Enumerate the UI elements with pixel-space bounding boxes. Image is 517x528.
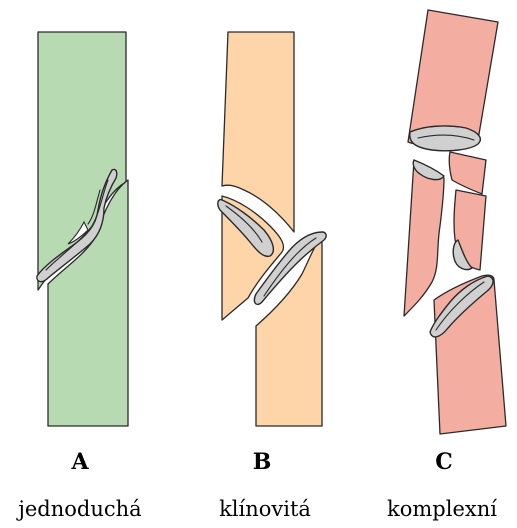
panel-c-caption: komplexní <box>387 497 497 521</box>
panel-a-simple-fracture <box>37 32 128 426</box>
panel-b-wedge-fracture <box>218 32 326 426</box>
panel-c-complex-fracture <box>404 10 506 434</box>
panel-a-letter: A <box>70 449 89 475</box>
panel-c-letter: C <box>435 449 453 475</box>
panel-b-caption: klínovitá <box>219 497 311 521</box>
panel-a-caption: jednoduchá <box>15 497 141 521</box>
panel-c-left-fragment <box>404 160 444 316</box>
panel-b-letter: B <box>253 449 272 475</box>
panel-c-small-fragment <box>449 152 486 194</box>
